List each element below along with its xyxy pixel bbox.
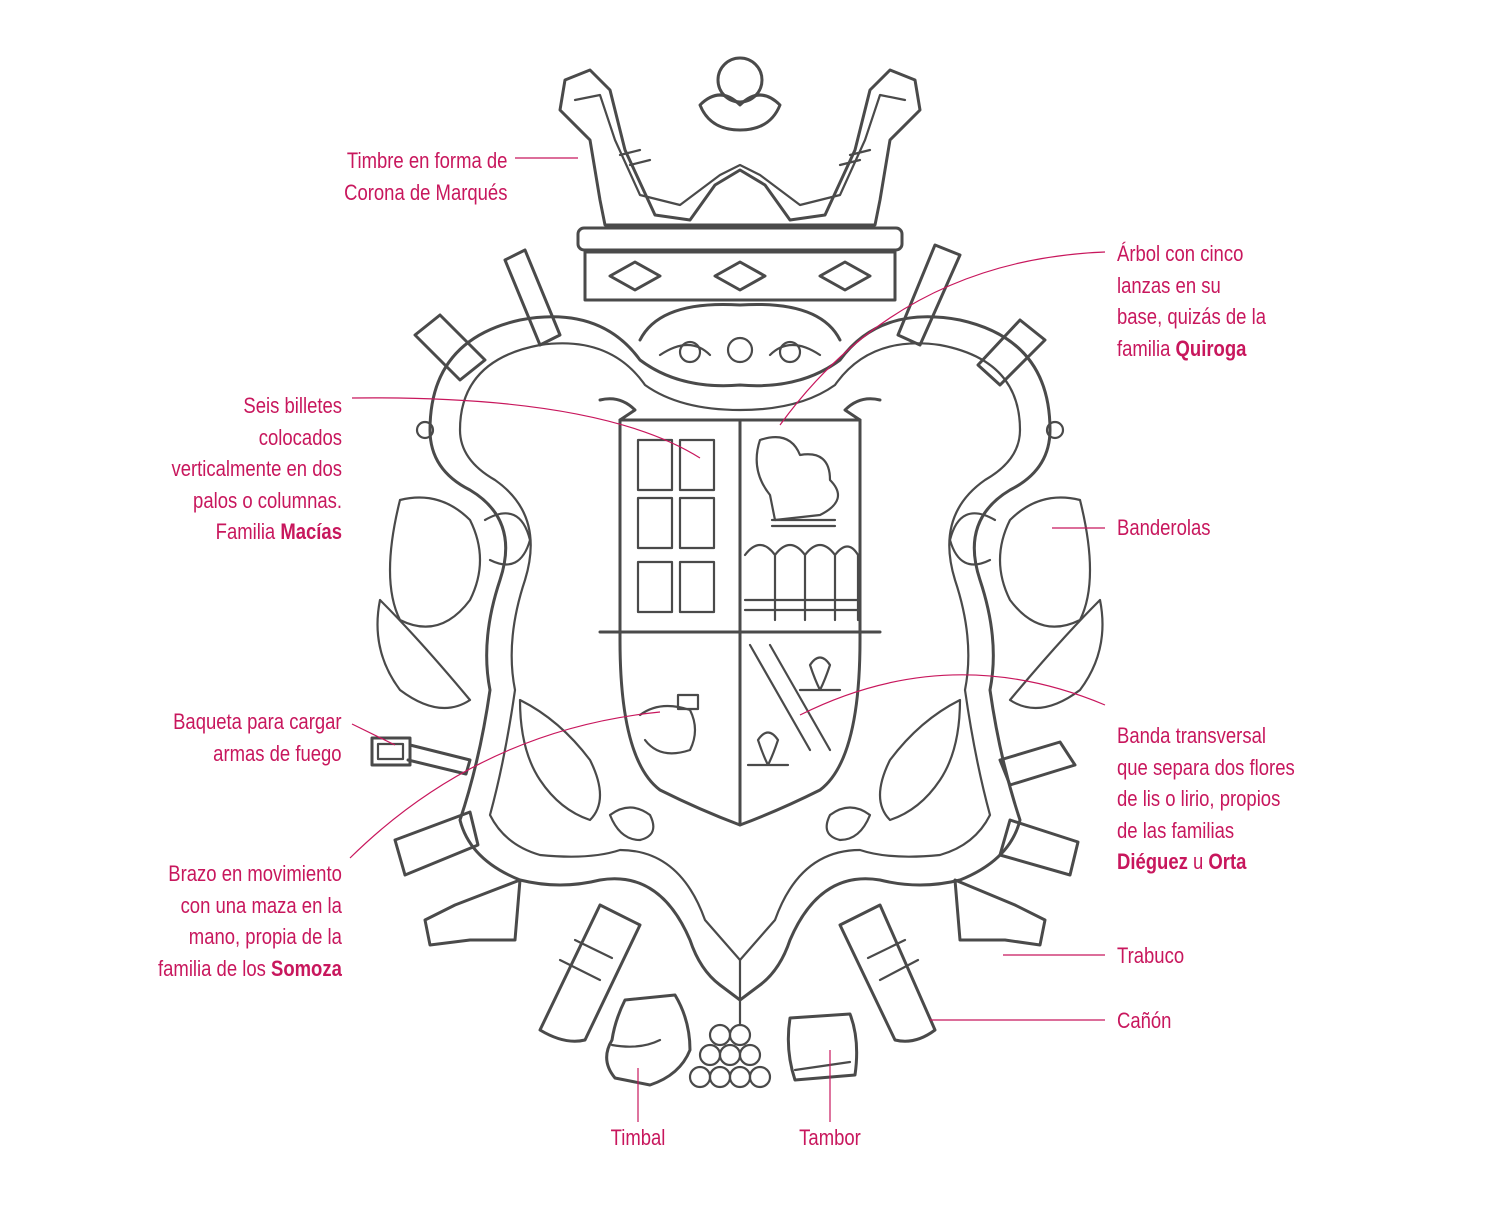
- label-billetes-prefix: Familia: [215, 519, 281, 544]
- label-billetes-line-2: colocados: [258, 424, 342, 450]
- label-billetes-line-3: verticalmente en dos: [171, 456, 342, 481]
- label-banderolas-text: Banderolas: [1117, 515, 1211, 540]
- marquis-crown: [558, 56, 922, 342]
- label-trabuco: Trabuco: [1117, 940, 1184, 972]
- leader-lines: [349, 157, 1106, 1122]
- background-weapons: [393, 243, 1080, 1043]
- label-arbol-prefix: familia: [1117, 335, 1176, 361]
- label-billetes-line-1: Seis billetes: [243, 393, 342, 418]
- label-timbre-line-2: Corona de Marqués: [343, 179, 507, 205]
- label-banda-line-4: de las familias: [1117, 817, 1235, 843]
- label-banda-line-2: que separa dos flores: [1117, 754, 1295, 780]
- label-brazo-line-2: con una maza en la: [180, 892, 342, 918]
- label-banda-family-2: Orta: [1208, 849, 1247, 874]
- label-trabuco-text: Trabuco: [1117, 943, 1185, 968]
- label-banderolas: Banderolas: [1117, 512, 1211, 544]
- label-canon-text: Cañón: [1117, 1008, 1172, 1033]
- bottom-items: [605, 958, 859, 1089]
- label-arbol-line-4: familia Quiroga: [1117, 333, 1266, 365]
- label-banda: Banda transversal que separa dos flores …: [1117, 720, 1295, 878]
- shield: [598, 397, 882, 827]
- label-brazo-line-4: familia de los Somoza: [158, 953, 342, 985]
- label-timbal-text: Timbal: [610, 1125, 666, 1150]
- label-banda-conjunction: u: [1187, 849, 1209, 874]
- ornamental-frame: [376, 315, 1104, 1002]
- label-brazo-prefix: familia de los: [158, 955, 272, 981]
- label-brazo-line-3: mano, propia de la: [188, 924, 342, 949]
- label-banda-line-3: de lis o lirio, propios: [1117, 786, 1281, 811]
- label-brazo-line-1: Brazo en movimiento: [168, 861, 342, 886]
- label-tambor-text: Tambor: [799, 1125, 861, 1150]
- ramrod: [370, 736, 472, 776]
- label-arbol: Árbol con cinco lanzas en su base, quizá…: [1117, 238, 1266, 364]
- label-baqueta: Baqueta para cargar armas de fuego: [174, 706, 342, 769]
- label-timbre: Timbre en forma de Corona de Marqués: [344, 145, 507, 208]
- label-arbol-line-2: lanzas en su: [1117, 272, 1221, 298]
- label-baqueta-line-2: armas de fuego: [213, 740, 342, 766]
- label-banda-line-1: Banda transversal: [1117, 723, 1266, 748]
- label-banda-family-1: Diéguez: [1117, 849, 1188, 874]
- label-brazo: Brazo en movimiento con una maza en la m…: [158, 858, 342, 984]
- label-billetes-family: Macías: [280, 519, 342, 544]
- label-banda-line-5: Diéguez u Orta: [1117, 846, 1295, 878]
- label-billetes: Seis billetes colocados verticalmente en…: [171, 390, 342, 548]
- label-billetes-line-4: palos o columnas.: [193, 487, 342, 513]
- label-arbol-line-1: Árbol con cinco: [1117, 241, 1244, 266]
- label-arbol-line-3: base, quizás de la: [1117, 304, 1266, 329]
- label-arbol-family: Quiroga: [1175, 335, 1247, 361]
- label-timbal: Timbal: [604, 1122, 671, 1154]
- label-timbre-line-1: Timbre en forma de: [346, 148, 507, 173]
- label-billetes-line-5: Familia Macías: [171, 516, 342, 548]
- label-tambor: Tambor: [796, 1122, 863, 1154]
- label-brazo-family: Somoza: [271, 955, 342, 981]
- label-canon: Cañón: [1117, 1005, 1171, 1037]
- label-baqueta-line-1: Baqueta para cargar: [173, 709, 342, 734]
